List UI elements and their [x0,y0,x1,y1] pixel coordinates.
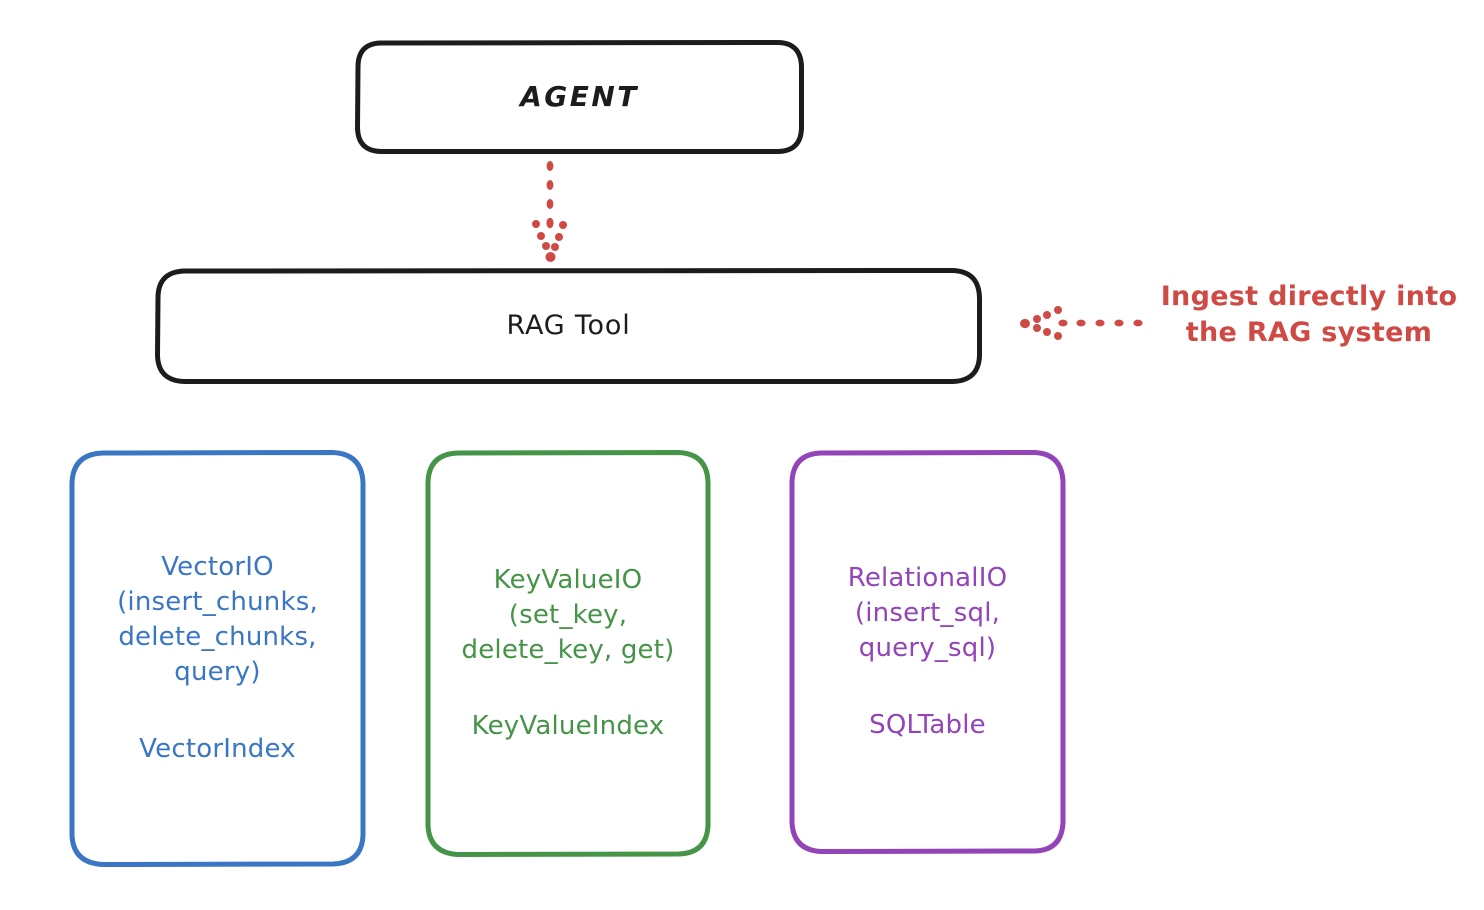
vector-io-index-label: VectorIndex [139,733,296,764]
vector-io-node-border [69,450,366,867]
key-value-io-index-label: KeyValueIndex [471,711,665,742]
agent-label: AGENT [520,79,639,113]
agent-node-border [355,40,804,154]
relational-io-api-label: RelationalIO (insert_sql, query_sql) [847,563,1008,663]
rag-tool-node-border [155,268,982,384]
relational-io-index-label: SQLTable [869,709,986,740]
relational-io-node-border [789,450,1066,854]
agent-to-rag-tool-arrow [532,161,567,262]
agent-node[interactable]: AGENT [355,40,804,154]
key-value-io-node-border [425,450,711,857]
rag-tool-label: RAG Tool [506,310,631,342]
vector-io-node[interactable]: VectorIO (insert_chunks, delete_chunks, … [69,450,366,867]
relational-io-node[interactable]: RelationalIO (insert_sql, query_sql) SQL… [789,450,1066,854]
ingest-annotation-label: Ingest directly into the RAG system [1160,281,1458,348]
ingest-to-rag-tool-arrow [1020,306,1143,340]
rag-tool-node[interactable]: RAG Tool [155,268,982,384]
key-value-io-node[interactable]: KeyValueIO (set_key, delete_key, get) Ke… [425,450,711,857]
vector-io-api-label: VectorIO (insert_chunks, delete_chunks, … [117,552,318,687]
key-value-io-api-label: KeyValueIO (set_key, delete_key, get) [461,564,675,665]
